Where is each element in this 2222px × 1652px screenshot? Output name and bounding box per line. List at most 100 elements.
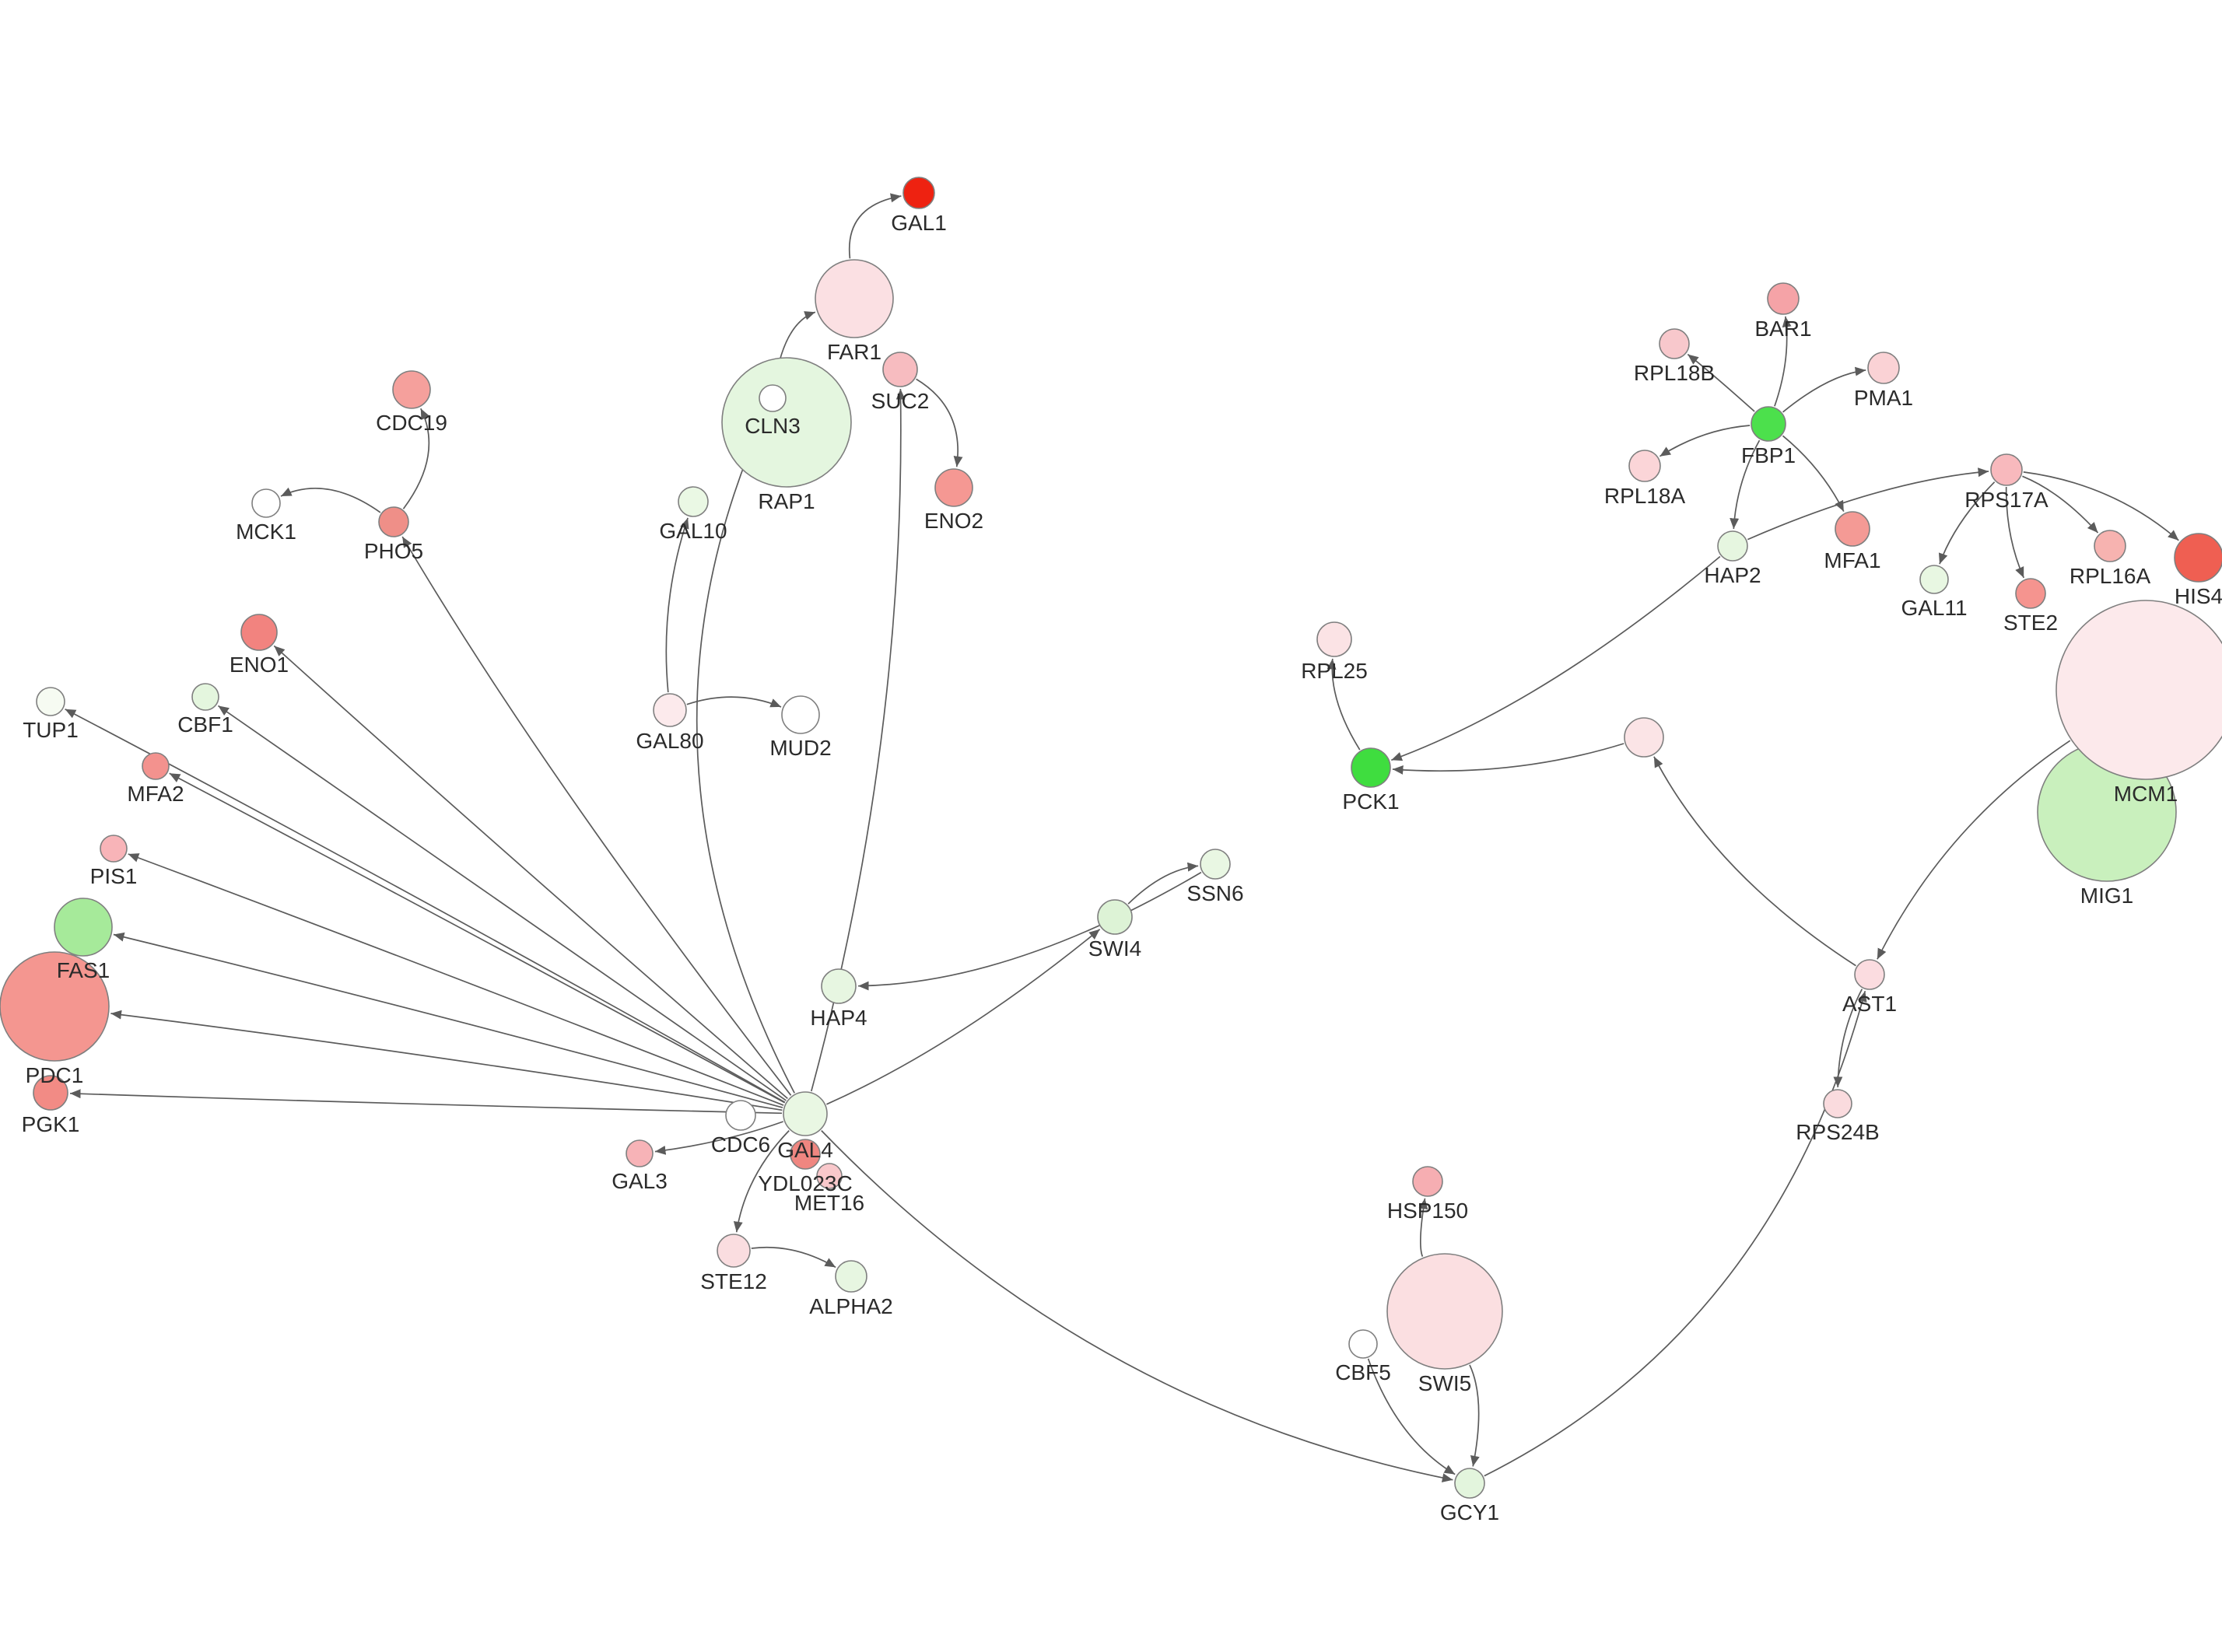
node-mfa1[interactable] (1835, 511, 1870, 547)
node-label-cln3: CLN3 (745, 414, 801, 438)
node-mud2[interactable] (781, 695, 820, 734)
node-gcy1[interactable] (1454, 1468, 1485, 1499)
node-mfa2[interactable] (142, 752, 170, 780)
edge-gal4-pis1 (128, 853, 784, 1106)
node-ssn6[interactable] (1200, 849, 1231, 880)
node-label-mud2: MUD2 (769, 736, 831, 760)
node-swi5[interactable] (1386, 1253, 1503, 1370)
node-cdc6[interactable] (725, 1100, 756, 1131)
node-pdc1[interactable] (0, 951, 110, 1062)
node-hsp150[interactable] (1412, 1166, 1443, 1197)
node-label-mcm1: MCM1 (2114, 782, 2178, 806)
node-fbp1[interactable] (1751, 406, 1786, 442)
node-rpl25[interactable] (1316, 621, 1352, 657)
edge-ssn6-hap4 (857, 871, 1202, 991)
node-label-rpl18a: RPL18A (1604, 484, 1686, 508)
node-ydl023c[interactable] (790, 1139, 821, 1170)
node-label-mfa1: MFA1 (1824, 548, 1880, 572)
node-gal80[interactable] (653, 693, 687, 727)
node-fas1[interactable] (54, 898, 113, 957)
node-cbf1[interactable] (191, 683, 219, 711)
node-rpl18a[interactable] (1628, 450, 1661, 482)
node-label-ydl023c: YDL023C (758, 1171, 852, 1195)
node-cbf5[interactable] (1348, 1329, 1378, 1359)
edge-gal4-gal3 (654, 1121, 783, 1155)
node-mck1[interactable] (251, 488, 281, 518)
node-pck1[interactable] (1351, 747, 1391, 788)
node-label-mig1: MIG1 (2080, 884, 2133, 908)
edge-gal4-pho5 (401, 536, 792, 1096)
node-label-rpl25: RPL25 (1301, 659, 1368, 683)
edge-gal4-pdc1 (110, 1010, 783, 1111)
node-eno2[interactable] (934, 468, 973, 507)
edge-node1-pck1 (1392, 743, 1624, 775)
node-label-rps24b: RPS24B (1796, 1120, 1879, 1144)
node-bar1[interactable] (1767, 282, 1800, 315)
node-gal1[interactable] (902, 177, 935, 209)
node-label-swi4: SWI4 (1088, 936, 1141, 961)
edge-swi4-ssn6 (1127, 862, 1199, 905)
edge-swi5-hsp150 (1418, 1198, 1428, 1257)
node-label-rps17a: RPS17A (1964, 488, 2049, 512)
node-label-eno1: ENO1 (230, 653, 289, 677)
node-label-pma1: PMA1 (1854, 386, 1913, 410)
node-cln3[interactable] (759, 384, 787, 412)
node-label-gal10: GAL10 (659, 519, 727, 543)
node-rps17a[interactable] (1990, 453, 2023, 486)
node-node1[interactable] (1624, 717, 1664, 758)
node-eno1[interactable] (240, 614, 278, 651)
node-rps24b[interactable] (1823, 1089, 1852, 1118)
node-label-hsp150: HSP150 (1387, 1199, 1468, 1223)
node-mcm1[interactable] (2056, 600, 2222, 780)
edge-gal4-cbf1 (217, 705, 787, 1101)
node-label-pdc1: PDC1 (26, 1063, 84, 1087)
node-pis1[interactable] (100, 835, 128, 863)
node-hap4[interactable] (821, 968, 857, 1004)
node-gal4[interactable] (783, 1091, 828, 1136)
node-label-cdc6: CDC6 (711, 1132, 770, 1157)
node-pgk1[interactable] (33, 1075, 68, 1111)
node-label-mck1: MCK1 (236, 520, 296, 544)
node-met16[interactable] (816, 1163, 843, 1189)
node-far1[interactable] (815, 259, 894, 338)
edges-layer (65, 193, 2179, 1482)
node-alpha2[interactable] (835, 1260, 867, 1293)
node-hap2[interactable] (1717, 530, 1748, 562)
node-cdc19[interactable] (392, 370, 431, 409)
node-ste2[interactable] (2015, 578, 2046, 609)
node-tup1[interactable] (36, 687, 65, 716)
node-his4[interactable] (2174, 533, 2222, 583)
edge-gal4-swi4 (826, 929, 1101, 1105)
node-rap1[interactable] (721, 357, 852, 488)
node-label-bar1: BAR1 (1754, 317, 1811, 341)
node-label-pho5: PHO5 (364, 539, 423, 563)
node-label-fas1: FAS1 (57, 958, 110, 982)
edge-gal4-mfa2 (169, 772, 786, 1104)
edge-rps17a-gal11 (1938, 481, 1996, 565)
node-label-gal3: GAL3 (612, 1169, 668, 1193)
node-rpl18b[interactable] (1659, 328, 1690, 359)
node-gal11[interactable] (1919, 565, 1949, 594)
edge-gcy1-ast1 (1484, 990, 1867, 1477)
node-ast1[interactable] (1854, 959, 1885, 990)
edge-rps17a-ste2 (2005, 486, 2024, 579)
node-swi4[interactable] (1097, 899, 1133, 935)
node-pho5[interactable] (378, 506, 409, 537)
node-label-cbf1: CBF1 (177, 712, 233, 737)
edge-far1-gal1 (848, 193, 902, 259)
node-label-ast1: AST1 (1842, 992, 1897, 1016)
edge-fbp1-mfa1 (1782, 435, 1845, 512)
node-gal10[interactable] (678, 486, 709, 517)
node-label-fbp1: FBP1 (1741, 443, 1796, 467)
node-ste12[interactable] (717, 1234, 751, 1268)
node-gal3[interactable] (626, 1139, 654, 1167)
edge-gal4-pgk1 (69, 1089, 783, 1115)
node-suc2[interactable] (882, 352, 918, 387)
node-pma1[interactable] (1867, 352, 1900, 384)
node-rpl16a[interactable] (2094, 530, 2126, 562)
node-label-mfa2: MFA2 (127, 782, 184, 806)
node-label-ste2: STE2 (2003, 611, 2058, 635)
edge-hap2-rps17a (1747, 467, 1989, 541)
edge-fbp1-rpl18b (1687, 353, 1755, 412)
